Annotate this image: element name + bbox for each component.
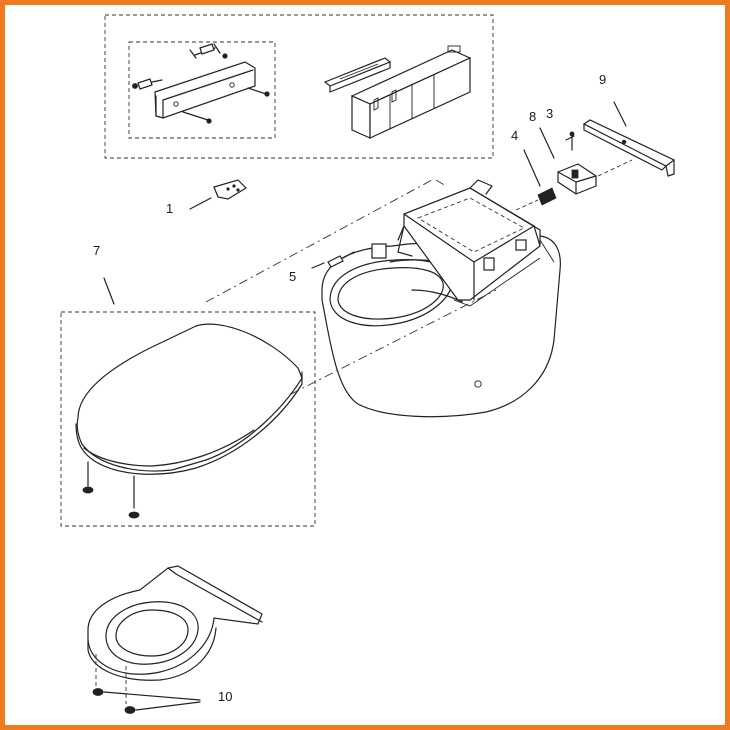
part-3-screw [565, 131, 575, 151]
part-1-hinge-plate [189, 179, 247, 210]
alignment-line-tick [435, 179, 447, 187]
mounting-screw-right [247, 87, 270, 97]
wall-bracket-group-box [128, 41, 276, 139]
part-8-connector [539, 127, 633, 195]
callout-9: 9 [599, 72, 606, 87]
mounting-screw-upper [189, 43, 228, 59]
callout-7: 7 [93, 243, 100, 258]
lid-group-box [60, 311, 316, 527]
callout-5: 5 [289, 269, 296, 284]
exploded-parts-diagram: 1 5 4 [60, 14, 676, 714]
part-9-cover-bracket [582, 101, 676, 177]
callout-1: 1 [166, 201, 173, 216]
toilet-lid [75, 323, 303, 519]
mounting-screw-left [132, 78, 163, 90]
callout-7-leader [103, 277, 115, 305]
callout-10: 10 [218, 689, 232, 704]
bidet-control-unit [371, 179, 541, 301]
mounting-kit-group-box [104, 14, 494, 159]
toilet-seat-ring [87, 565, 263, 714]
part-5-screw [311, 251, 355, 269]
wall-mounting-bracket [154, 61, 256, 119]
control-module-box [350, 45, 472, 139]
callout-4: 4 [511, 128, 518, 143]
part-4-filter [515, 149, 557, 211]
mounting-screw-bottom [182, 111, 212, 124]
control-module-rail [323, 57, 392, 93]
alignment-line-upper [205, 179, 433, 303]
callout-8: 8 [529, 109, 536, 124]
callout-3: 3 [546, 106, 553, 121]
